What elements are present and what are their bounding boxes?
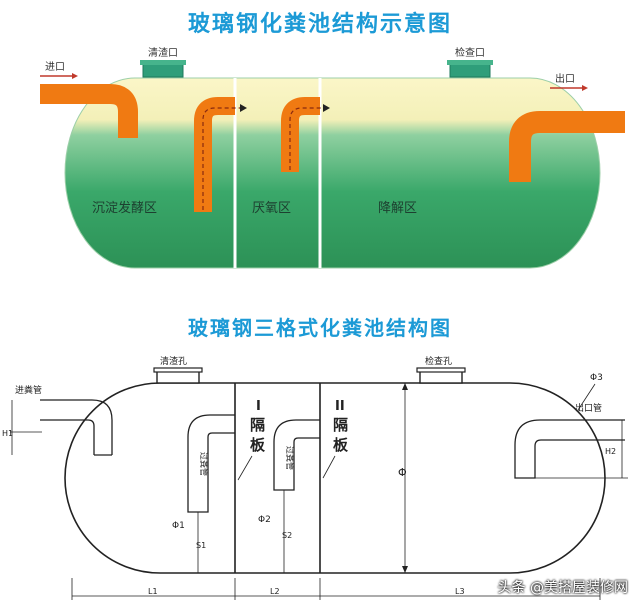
outlet-pipe-schematic [514, 419, 625, 479]
inspection-hole [419, 370, 463, 384]
inspection-label: 检查口 [455, 46, 485, 59]
cleanout-cover [140, 60, 186, 78]
baffle-1-numeral: I [256, 399, 261, 414]
flow-arrow-1-head [240, 104, 247, 112]
phi2-label: Φ2 [258, 515, 271, 525]
transfer-pipe-schematic-1 [187, 414, 235, 513]
baffle-2-char-1: 隔 [333, 416, 348, 434]
baffle-1-char-1: 隔 [250, 416, 265, 434]
zone-label-3: 降解区 [378, 201, 417, 216]
flow-arrow-2 [289, 107, 323, 170]
baffle-2-leader [322, 455, 336, 479]
cleanout-label: 清渣口 [148, 46, 178, 59]
cleanout-hole-label: 清渣孔 [160, 355, 187, 367]
inlet-label: 进口 [45, 61, 65, 73]
transfer-pipe-schematic-2 [273, 419, 320, 491]
transfer-pipe-1-label: 过粪管 [199, 452, 209, 476]
phi1-label: Φ1 [172, 521, 185, 531]
diagram-1-title: 玻璃钢化粪池结构示意图 [187, 12, 452, 37]
s2-label: S2 [282, 531, 292, 540]
inlet-arrow-head [72, 73, 78, 79]
baffle-2-char-2: 板 [333, 436, 349, 454]
flow-arrow-2-head [323, 104, 330, 112]
diagram-2-title: 玻璃钢三格式化粪池结构图 [188, 316, 452, 340]
outlet-pipe-label: 出口管 [575, 402, 602, 414]
inlet-pipe [40, 84, 138, 138]
inlet-pipe-label: 进粪管 [15, 384, 42, 396]
inspection-cover [447, 60, 493, 78]
h1-label: H1 [2, 429, 13, 438]
inspection-hole-rim [416, 367, 466, 373]
l1-label: L1 [148, 587, 158, 596]
flow-arrow-1 [202, 107, 240, 210]
transfer-pipe-2-label: 过粪管 [285, 446, 295, 470]
outlet-arrow-head [582, 85, 588, 91]
l2-label: L2 [270, 587, 280, 596]
h2-label: H2 [605, 447, 616, 456]
cleanout-hole [156, 370, 200, 384]
inspection-hole-label: 检查孔 [425, 355, 452, 367]
s1-label: S1 [196, 541, 206, 550]
tank-outline [64, 382, 606, 574]
phi3-leader [577, 383, 596, 411]
phi3-label: Φ3 [590, 373, 603, 383]
baffle-2-numeral: II [335, 399, 345, 414]
inlet-pipe-schematic [40, 399, 113, 456]
outlet-pipe [509, 111, 625, 182]
diameter-label: Φ [398, 466, 407, 479]
baffle-1-leader [237, 455, 253, 481]
baffle-1-char-2: 板 [250, 436, 266, 454]
outlet-label: 出口 [555, 72, 575, 85]
zone-label-1: 沉淀发酵区 [92, 200, 157, 216]
l3-label: L3 [455, 587, 465, 596]
watermark: 头条 @美搭屋装修网 [497, 580, 628, 596]
cleanout-hole-rim [153, 367, 203, 373]
zone-label-2: 厌氧区 [252, 201, 291, 216]
